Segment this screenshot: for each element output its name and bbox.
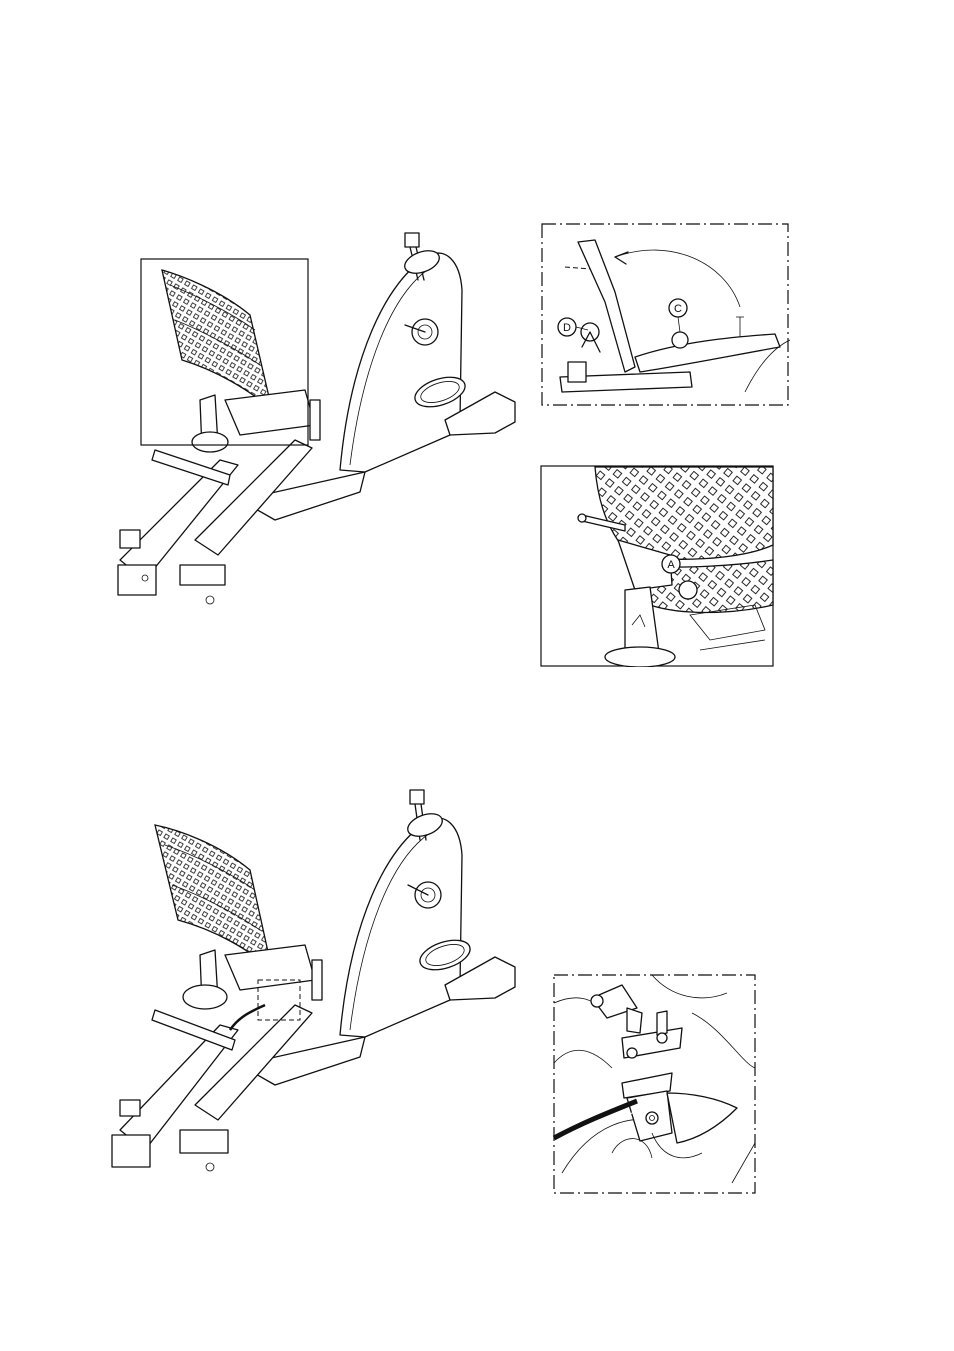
recumbent-bike-bottom-illustration — [100, 785, 530, 1185]
detail-bracket — [552, 973, 757, 1195]
callout-label-d: D — [563, 322, 571, 334]
callout-label-a: A — [667, 559, 675, 571]
detail-seat-fold: D C — [540, 222, 790, 408]
callout-label-c: C — [674, 303, 682, 315]
detail-seat-pin: A — [540, 465, 774, 667]
recumbent-bike-top-illustration — [100, 220, 530, 620]
